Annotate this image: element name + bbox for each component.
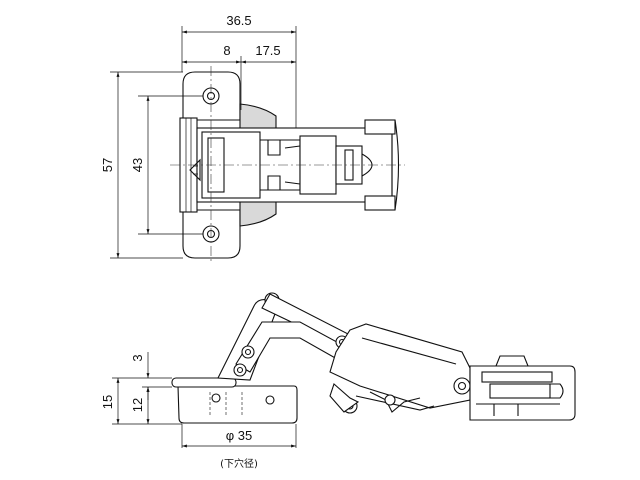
dim-label-17-5: 17.5: [255, 43, 280, 58]
dim-label-phi-35: φ 35: [226, 428, 253, 443]
dim-label-36-5: 36.5: [226, 13, 251, 28]
dim-label-57: 57: [100, 158, 115, 172]
dim-label-43: 43: [130, 158, 145, 172]
dim-label-15: 15: [100, 395, 115, 409]
hinge-main-arm: [329, 323, 471, 414]
note-pilot-hole-diameter: (下穴径): [220, 457, 258, 470]
dim-label-8: 8: [223, 43, 230, 58]
dim-label-3: 3: [130, 354, 145, 361]
hinge-arm: [189, 119, 400, 211]
mounting-plate-side: [469, 355, 576, 421]
dim-label-12: 12: [130, 398, 145, 412]
top-view: 36.5 8 17.5 57 43: [100, 13, 405, 264]
hinge-cup: [171, 377, 298, 424]
side-view: 3 15 12 φ 35 (下穴径): [100, 292, 576, 470]
